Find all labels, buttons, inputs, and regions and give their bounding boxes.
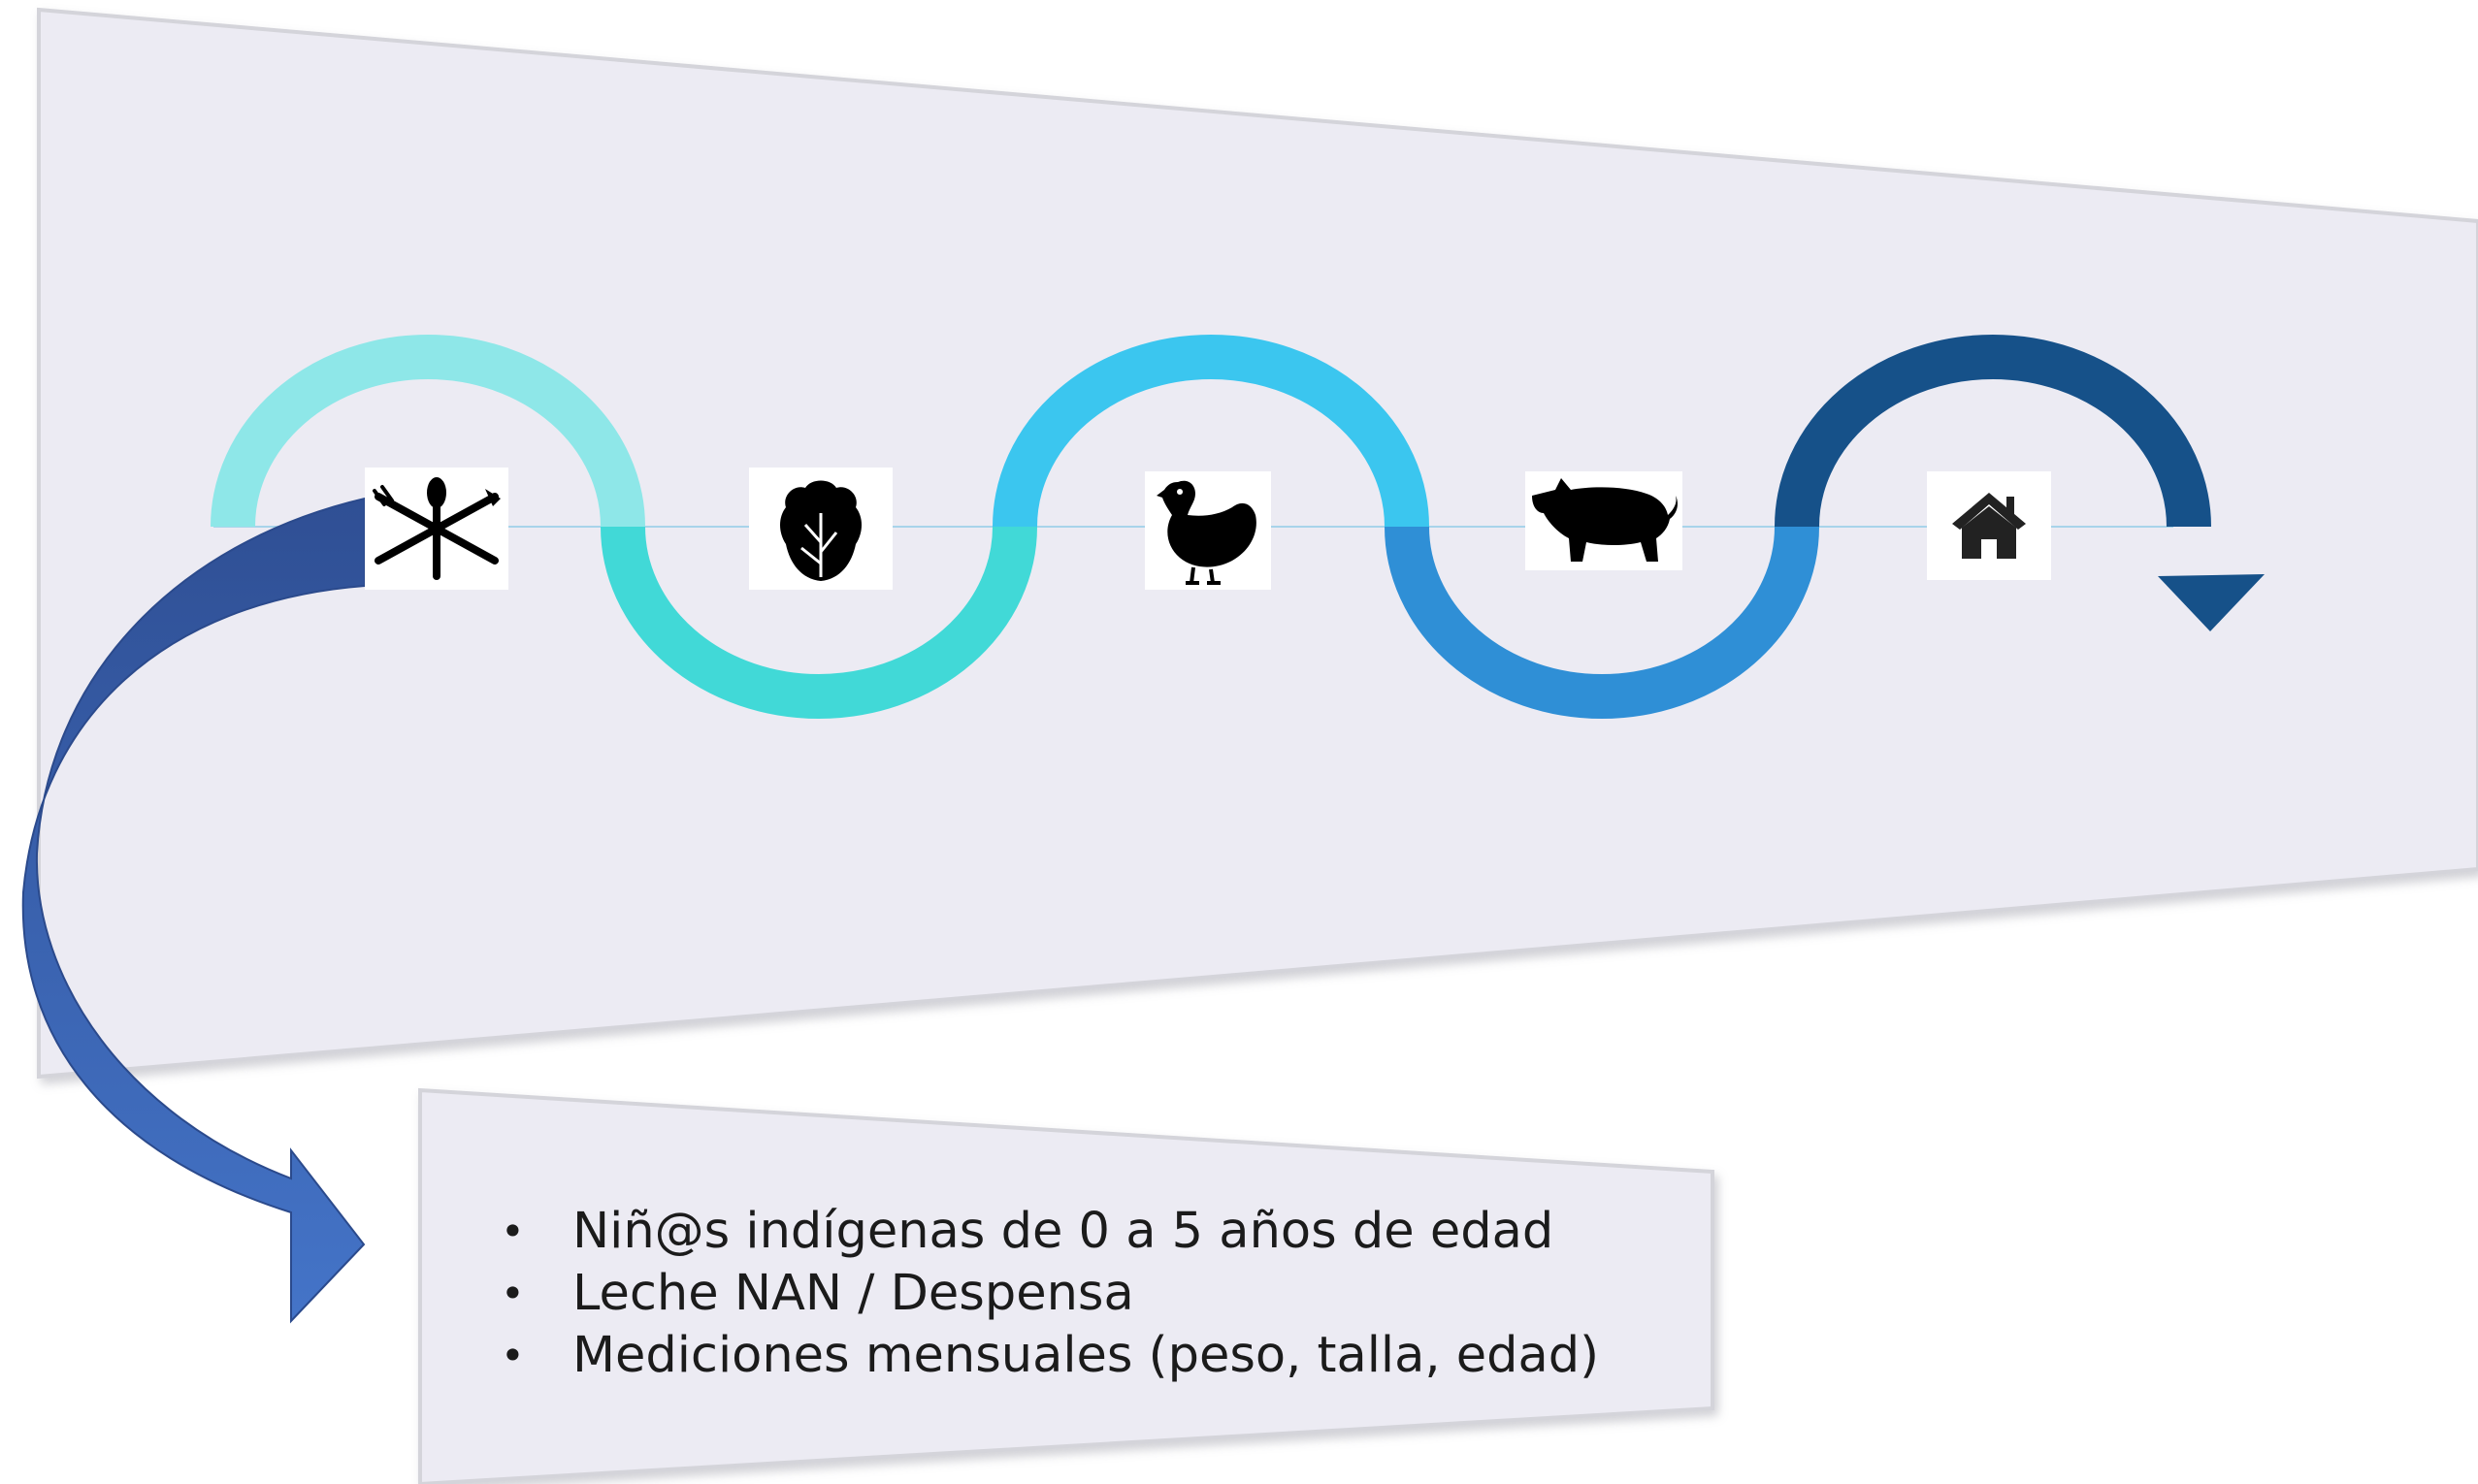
bullet-item: Mediciones mensuales (peso, talla, edad) — [493, 1325, 1599, 1387]
step-5-tile — [1927, 471, 2051, 580]
lettuce-icon — [780, 480, 862, 581]
wave-end-arrowhead — [2158, 574, 2265, 631]
step-3-tile — [1145, 471, 1271, 590]
wave-arc-2 — [601, 526, 1037, 719]
step-4-tile — [1525, 471, 1682, 570]
step-1-tile — [365, 468, 508, 590]
bullet-item: Niñ@s indígenas de 0 a 5 años de edad — [493, 1201, 1599, 1263]
curved-arrow — [21, 497, 366, 1324]
info-bullet-list: Niñ@s indígenas de 0 a 5 años de edad Le… — [493, 1201, 1599, 1387]
wave-arc-5 — [1775, 335, 2211, 528]
wave-arc-4 — [1385, 526, 1819, 719]
wave-arc-3 — [993, 335, 1429, 528]
wave-arc-1 — [211, 335, 645, 528]
house-icon — [1952, 493, 2026, 559]
fork-knife-spoon-icon — [373, 477, 501, 580]
step-2-tile — [749, 468, 893, 590]
pig-icon — [1532, 478, 1678, 562]
bullet-item: Leche NAN / Despensa — [493, 1263, 1599, 1325]
hen-icon — [1157, 480, 1256, 585]
